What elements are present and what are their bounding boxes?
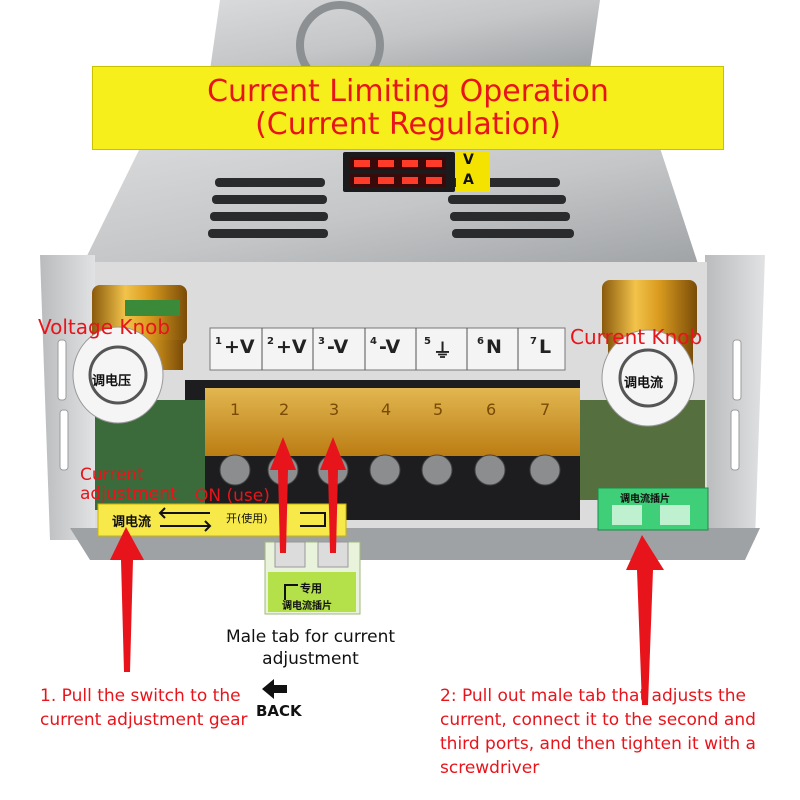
case-left-wall — [40, 255, 95, 540]
step-2-caption: 2: Pull out male tab that adjusts the cu… — [440, 686, 756, 778]
cover-number-1: 1 — [230, 400, 241, 419]
arrow-into-port-2 — [270, 437, 296, 553]
voltage-knob-label: Voltage Knob — [38, 315, 171, 339]
cover-number-7: 7 — [540, 400, 551, 419]
switch-plate-left-text: 调电流 — [112, 515, 152, 530]
terminal-label-4: 4-V — [370, 336, 401, 358]
step-1-caption: 1. Pull the switch to the current adjust… — [40, 686, 248, 730]
switch-plate — [97, 503, 347, 537]
right-tab-sticker-text: 调电流插片 — [620, 494, 670, 505]
cover-number-4: 4 — [381, 400, 392, 419]
terminal-label-3: 3-V — [318, 336, 349, 358]
cover-number-2: 2 — [279, 400, 290, 419]
title-banner: Current Limiting Operation (Current Regu… — [92, 66, 724, 150]
cover-number-5: 5 — [433, 400, 444, 419]
case-top — [210, 0, 600, 70]
title-line-2: (Current Regulation) — [255, 107, 561, 142]
arrow-to-right-tab — [626, 535, 664, 705]
terminal-cover — [205, 388, 580, 456]
back-icon-text: BACK — [256, 702, 302, 720]
terminal-label-2: 2+V — [267, 336, 307, 358]
switch-plate-right-text: 开(使用) — [226, 512, 268, 525]
terminal-label-5: 5⏚ — [424, 336, 452, 362]
current-knob-label: Current Knob — [570, 325, 703, 349]
display-indicator-v: V — [463, 152, 474, 168]
terminal-label-strip — [209, 327, 566, 371]
voltage-knob — [72, 285, 187, 424]
back-arrow-icon — [262, 679, 287, 699]
male-tab-sticker-line-1: 专用 — [300, 582, 322, 595]
display-indicator-sticker — [456, 152, 490, 192]
on-use-label: ON (use) — [195, 486, 270, 506]
current-knob-cap-text: 调电流 — [624, 376, 664, 391]
title-line-1: Current Limiting Operation — [207, 74, 609, 109]
voltage-knob-cap-text: 调电压 — [92, 374, 132, 389]
arrow-into-port-3 — [320, 437, 346, 553]
terminal-label-1: 1+V — [215, 336, 255, 358]
current-knob — [601, 280, 697, 427]
cover-number-6: 6 — [486, 400, 497, 419]
display-indicator-a: A — [463, 172, 474, 188]
male-tab-label: Male tab for current adjustment — [225, 627, 396, 669]
cover-number-3: 3 — [329, 400, 340, 419]
arrow-to-switch — [110, 527, 144, 672]
male-tab-sticker-line-2: 调电流插片 — [282, 601, 332, 612]
current-adjustment-label: Current adjustment — [80, 465, 177, 504]
